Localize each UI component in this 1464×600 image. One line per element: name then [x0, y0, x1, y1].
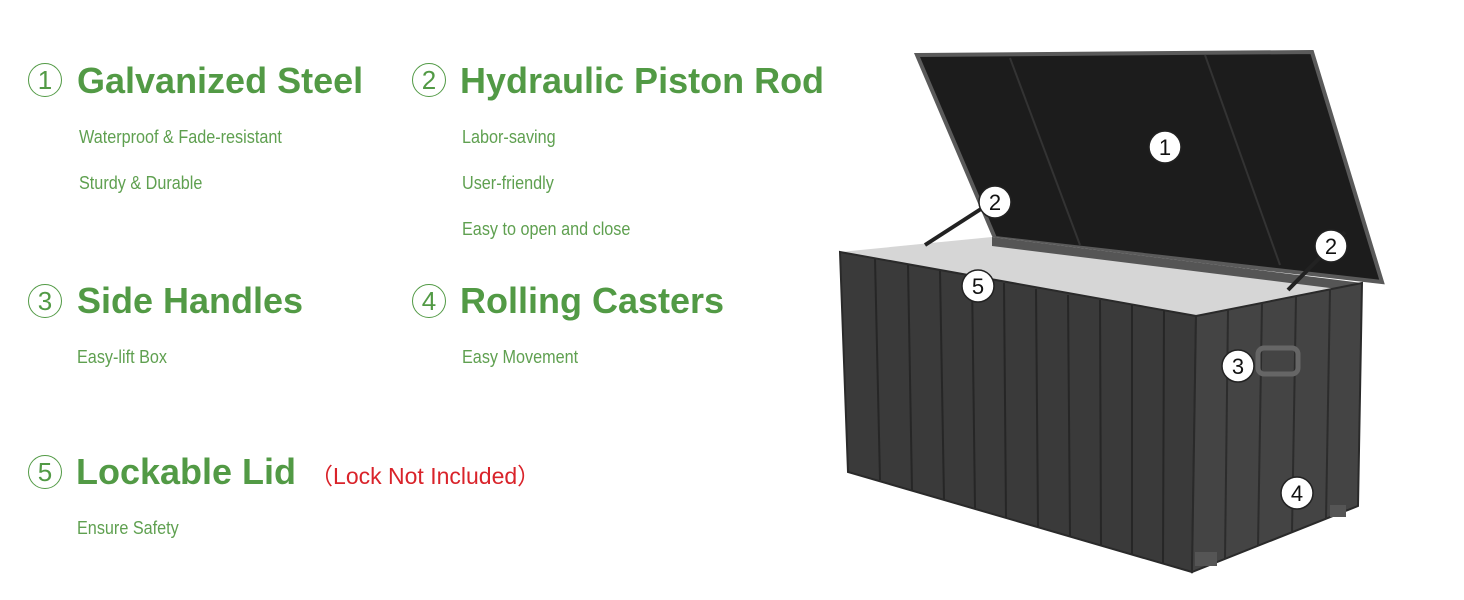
feature-point: Easy-lift Box	[77, 347, 168, 367]
caster	[1330, 505, 1346, 517]
marker-1: 1	[1148, 130, 1182, 164]
number-badge: 2	[412, 63, 446, 97]
lock-not-included-note: （Lock Not Included）	[310, 463, 541, 489]
svg-text:4: 4	[1291, 481, 1303, 506]
number-badge: 3	[28, 284, 62, 318]
svg-text:2: 2	[989, 190, 1001, 215]
feature-title: Hydraulic Piston Rod	[460, 60, 825, 101]
feature-title: Galvanized Steel	[77, 60, 364, 101]
feature-title: Rolling Casters	[460, 280, 725, 321]
caster	[1195, 552, 1217, 566]
feature-title: Side Handles	[77, 280, 304, 321]
feature-point: Waterproof & Fade-resistant	[79, 127, 282, 147]
feature-point: Labor-saving	[462, 127, 556, 147]
marker-3: 3	[1221, 349, 1255, 383]
feature-point: Ensure Safety	[77, 518, 179, 538]
feature-point: Easy to open and close	[462, 219, 631, 239]
marker-2: 2	[1314, 229, 1348, 263]
feature-point: Sturdy & Durable	[79, 173, 203, 193]
box-side	[1190, 281, 1364, 574]
box-interior	[840, 237, 1362, 316]
svg-text:2: 2	[1325, 234, 1337, 259]
feature-title-text: Lockable Lid	[76, 451, 297, 492]
number-badge: 1	[28, 63, 62, 97]
svg-text:3: 3	[1232, 354, 1244, 379]
svg-text:5: 5	[972, 274, 984, 299]
number-badge: 4	[412, 284, 446, 318]
number-badge: 5	[28, 455, 62, 489]
svg-text:1: 1	[1159, 135, 1171, 160]
side-handle	[1255, 345, 1301, 377]
marker-4: 4	[1280, 476, 1314, 510]
feature-point: User-friendly	[462, 173, 554, 193]
feature-point: Easy Movement	[462, 347, 579, 367]
feature-title: Lockable Lid （Lock Not Included）	[76, 452, 540, 496]
marker-5: 5	[961, 269, 995, 303]
marker-2: 2	[978, 185, 1012, 219]
